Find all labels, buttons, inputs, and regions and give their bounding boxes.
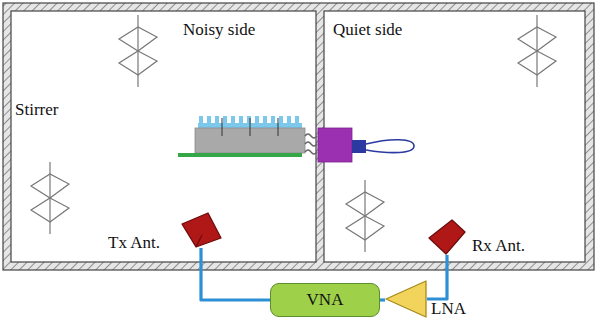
node-label: LNA (431, 300, 466, 319)
pcb-board (178, 153, 302, 157)
part-label: Stirrer (15, 101, 58, 120)
lna-amplifier: LNA (385, 280, 427, 318)
tx-antenna-shape (180, 212, 222, 248)
probe-loop (366, 140, 414, 153)
chamber-wall (3, 3, 594, 270)
quiet-side-region: Rx Ant. Quiet side (324, 11, 585, 262)
vna-box: VNA (270, 283, 380, 317)
coax-cable (201, 248, 270, 300)
tx-antenna: Tx Ant. (180, 212, 222, 248)
rx-antenna-shape (428, 218, 466, 255)
coax-cable (380, 298, 385, 301)
noisy-side-region: Tx Ant. Noisy side (11, 11, 316, 262)
lna-amplifier-shape (385, 280, 427, 318)
spring-contacts (305, 134, 317, 154)
probe-plug (352, 140, 366, 153)
node-label: VNA (307, 291, 344, 310)
stirrer-symbol (119, 15, 157, 87)
device-ticks (222, 118, 278, 136)
stirrer-symbol (346, 180, 384, 252)
node-label: Rx Ant. (472, 237, 525, 256)
connector-block (318, 128, 352, 162)
node-label: Noisy side (183, 21, 255, 40)
node-label: Tx Ant. (108, 234, 160, 253)
quiet-room (324, 11, 585, 262)
stirrer-symbol (31, 162, 69, 234)
stirrer-symbol (518, 15, 556, 87)
noisy-room (11, 11, 316, 262)
rx-antenna: Rx Ant. (428, 218, 466, 255)
coax-cable (427, 255, 447, 299)
node-label: Quiet side (333, 21, 402, 40)
